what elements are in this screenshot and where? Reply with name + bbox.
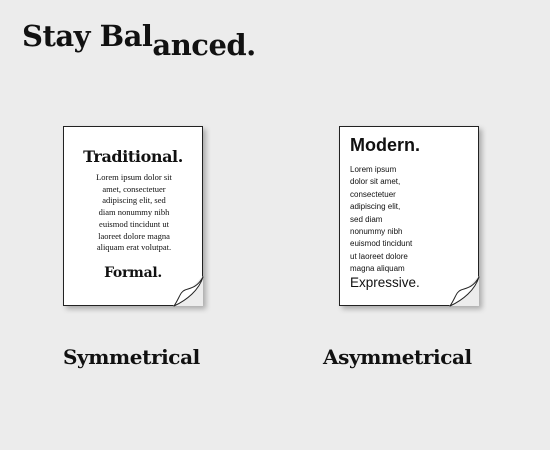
caption-asymmetrical: Asymmetrical	[323, 345, 472, 369]
modern-page: Modern. Lorem ipsum dolor sit amet, cons…	[339, 126, 480, 307]
page-curl-icon	[449, 276, 480, 307]
traditional-body-line: diam nonummy nibh	[98, 207, 170, 218]
modern-footer: Expressive.	[350, 275, 420, 290]
modern-body-line: ut laoreet dolore	[350, 251, 408, 261]
modern-title: Modern.	[350, 135, 420, 155]
traditional-body-line: adipiscing elit, sed	[102, 195, 166, 206]
traditional-body: Lorem ipsum dolor sit amet, consectetuer…	[89, 172, 179, 254]
traditional-body-line: amet, consectetuer	[102, 183, 166, 194]
traditional-body-line: aliquam erat volutpat.	[96, 242, 172, 253]
modern-body: Lorem ipsum dolor sit amet, consectetuer…	[350, 164, 440, 276]
page-curl-icon	[173, 276, 204, 307]
headline-lower: anced.	[152, 28, 256, 62]
traditional-footer: Formal.	[104, 265, 162, 281]
traditional-page: Traditional. Lorem ipsum dolor sit amet,…	[63, 126, 204, 307]
traditional-body-line: euismod tincidunt ut	[99, 218, 169, 229]
traditional-body-line: Lorem ipsum dolor sit	[96, 172, 172, 182]
modern-body-line: adipiscing elit,	[350, 202, 401, 212]
modern-body-line: magna aliquam	[350, 264, 405, 274]
modern-body-line: dolor sit amet,	[350, 177, 401, 187]
modern-body-line: sed diam	[350, 214, 383, 224]
modern-body-line: consectetuer	[350, 189, 396, 199]
modern-body-line: nonummy nibh	[350, 227, 403, 237]
traditional-body-line: laoreet dolore magna	[98, 230, 170, 241]
headline: Stay Balanced.	[22, 19, 256, 60]
modern-body-line: Lorem ipsum	[350, 165, 397, 174]
modern-body-line: euismod tincidunt	[350, 239, 413, 249]
caption-symmetrical: Symmetrical	[63, 345, 200, 369]
traditional-title: Traditional.	[83, 147, 183, 166]
headline-upper: Stay Bal	[22, 19, 153, 53]
